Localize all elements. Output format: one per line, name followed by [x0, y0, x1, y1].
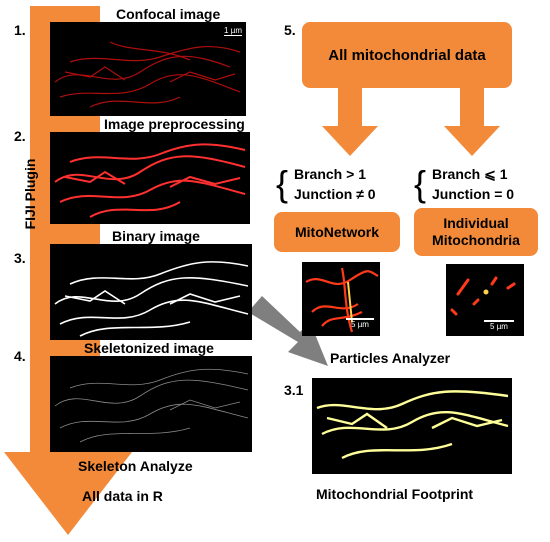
- skeleton-analyze-label: Skeleton Analyze: [78, 458, 193, 474]
- scale-bar-right: 5 µm: [484, 320, 514, 331]
- step-5-number: 5.: [284, 22, 296, 38]
- mitochondrial-footprint-label: Mitochondrial Footprint: [316, 486, 474, 502]
- step-1-number: 1.: [14, 22, 26, 38]
- binary-image: [50, 244, 252, 340]
- step-3-title: Binary image: [112, 228, 200, 244]
- scale-bar-top: 1 µm: [224, 26, 242, 36]
- skeletonized-image: [50, 356, 252, 452]
- fiji-plugin-label: FIJI Plugin: [22, 158, 38, 230]
- footprint-image: [312, 378, 512, 474]
- particles-analyzer-title: Particles Analyzer: [330, 350, 451, 366]
- step-4-title: Skeletonized image: [84, 340, 214, 356]
- step-3-number: 3.: [14, 250, 26, 266]
- individual-mitochondria-image: 5 µm: [446, 264, 524, 336]
- mitonetwork-box: MitoNetwork: [274, 212, 400, 252]
- scale-bar-left: 5 µm: [346, 318, 374, 329]
- step-2-number: 2.: [14, 128, 26, 144]
- step-4-number: 4.: [14, 348, 26, 364]
- step-1-title: Confocal image: [116, 6, 221, 22]
- confocal-image: 1 µm: [50, 22, 246, 116]
- individual-label: Individual: [443, 215, 509, 231]
- step-2-title: Image preprocessing: [104, 116, 245, 132]
- step-3-1-number: 3.1: [284, 382, 304, 398]
- all-mitochondrial-data-box: All mitochondrial data: [302, 22, 512, 88]
- preprocessed-image: [50, 132, 250, 224]
- all-data-in-r-label: All data in R: [82, 488, 163, 504]
- mitonetwork-image: 5 µm: [302, 262, 380, 336]
- mitochondria-label: Mitochondria: [432, 232, 520, 248]
- individual-mitochondria-box: Individual Mitochondria: [414, 208, 538, 256]
- split-arrows: [322, 88, 500, 156]
